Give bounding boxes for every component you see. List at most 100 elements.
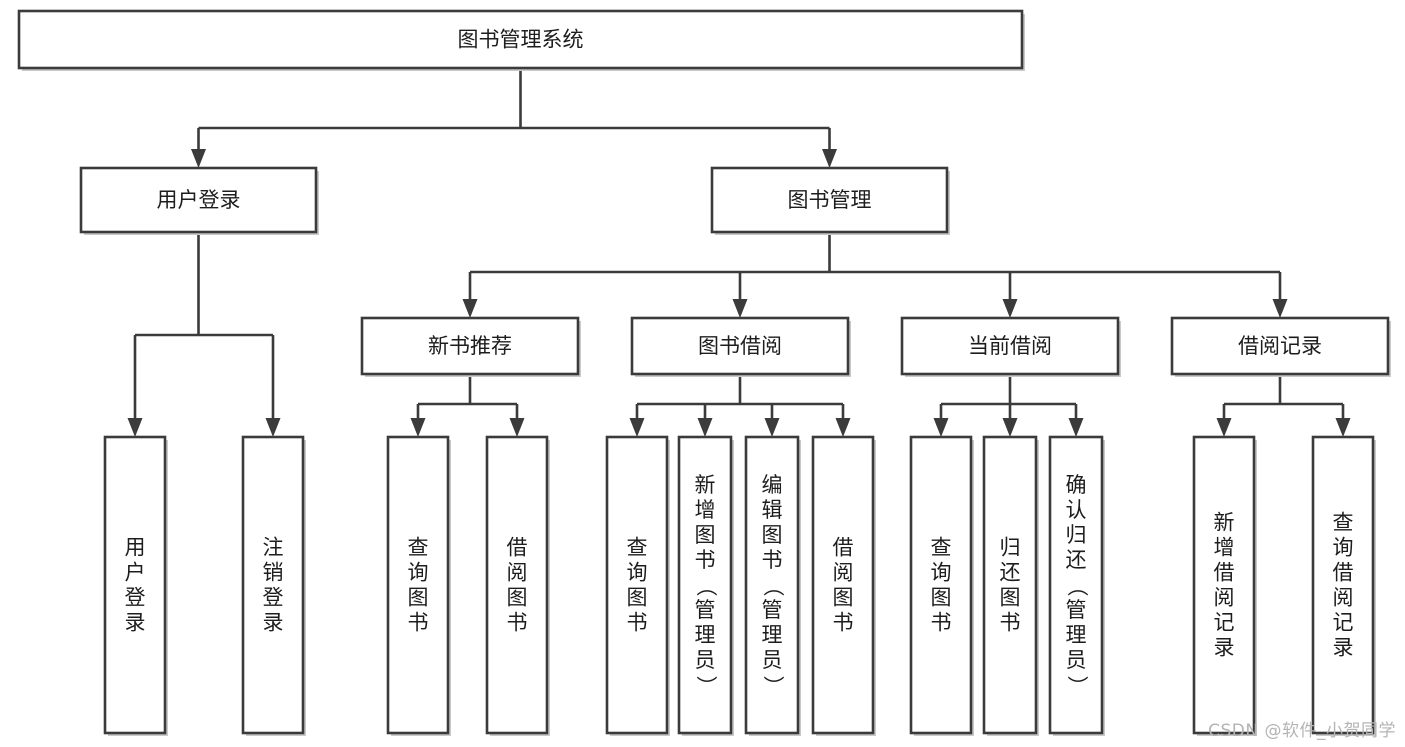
node-border (630, 316, 850, 376)
node-border (900, 316, 1120, 376)
node-border (1048, 435, 1104, 735)
node-label-char: 图 (1000, 586, 1021, 610)
node-label-char: （ (1065, 576, 1089, 597)
node-label-char: 查 (408, 536, 429, 560)
leaf-arrow-新增图书管理员-1 (697, 418, 713, 437)
node-label-char: 查 (627, 536, 648, 560)
node-level2-新书推荐-0[interactable]: 新书推荐 (360, 316, 581, 377)
node-label-char: 图 (833, 586, 854, 610)
node-label-char: 新 (695, 473, 716, 497)
node-level1-用户登录-0[interactable]: 用户登录 (79, 166, 319, 235)
node-label: 当前借阅 (968, 334, 1052, 358)
node-label-char: 记 (1214, 611, 1235, 635)
leaf-arrow-注销登录-1 (265, 418, 281, 437)
node-label-char: 增 (695, 498, 716, 522)
node-label-char: 理 (762, 623, 783, 647)
node-label-char: 增 (1214, 536, 1235, 560)
node-label-char: 图 (931, 586, 952, 610)
node-leaf-用户登录-0[interactable]: 用户登录 (103, 435, 168, 736)
node-label-char: 阅 (507, 561, 528, 585)
node-border (386, 435, 450, 735)
node-label-char: 录 (1214, 636, 1235, 660)
node-border (79, 166, 318, 234)
node-border (1311, 435, 1375, 735)
node-label-char: 管 (1066, 598, 1087, 622)
leaf-arrow-查询借阅记录-1 (1335, 418, 1351, 437)
node-level2-当前借阅-2[interactable]: 当前借阅 (900, 316, 1121, 377)
node-label-char: 用 (125, 536, 146, 560)
node-label-char: 书 (833, 611, 854, 635)
node-label: 用户登录 (125, 536, 146, 635)
node-border (909, 435, 973, 735)
leaf-arrow-借阅图书-3 (835, 418, 851, 437)
node-label-char: 借 (1214, 561, 1235, 585)
node-label-char: 录 (263, 611, 284, 635)
node-label-char: 管 (762, 598, 783, 622)
node-label-char: ） (694, 676, 718, 697)
node-label-char: 员 (762, 648, 783, 672)
node-label-char: 图 (695, 523, 716, 547)
leaf-arrow-归还图书-1 (1002, 418, 1018, 437)
node-label-char: 询 (408, 561, 429, 585)
level2-arrow-图书借阅 (732, 299, 748, 318)
node-label-char: 查 (931, 536, 952, 560)
node-border (677, 435, 733, 735)
node-border (360, 316, 580, 376)
node-border (1170, 316, 1390, 376)
node-label-char: 询 (627, 561, 648, 585)
node-label-char: 书 (695, 548, 716, 572)
node-label: 用户登录 (157, 188, 241, 212)
node-label-char: 借 (833, 536, 854, 560)
node-label-char: 书 (627, 611, 648, 635)
node-label-char: 书 (762, 548, 783, 572)
node-label-char: 书 (1000, 611, 1021, 635)
node-label-char: 阅 (833, 561, 854, 585)
node-border (811, 435, 875, 735)
node-label-char: 借 (1333, 561, 1354, 585)
node-level2-图书借阅-1[interactable]: 图书借阅 (630, 316, 851, 377)
node-root-图书管理系统[interactable]: 图书管理系统 (17, 9, 1025, 71)
node-label-char: 理 (695, 623, 716, 647)
node-label-char: 记 (1333, 611, 1354, 635)
leaf-arrow-查询图书-0 (933, 418, 949, 437)
level2-arrow-新书推荐 (462, 299, 478, 318)
node-level2-借阅记录-3[interactable]: 借阅记录 (1170, 316, 1391, 377)
node-label: 图书管理系统 (458, 28, 584, 52)
node-label: 图书借阅 (698, 334, 782, 358)
node-border (485, 435, 549, 735)
node-border (103, 435, 167, 735)
node-layer: 图书管理系统用户登录图书管理新书推荐图书借阅当前借阅借阅记录用户登录注销登录查询… (17, 9, 1391, 736)
node-border (710, 166, 949, 234)
node-label-char: 理 (1066, 623, 1087, 647)
leaf-arrow-借阅图书-1 (509, 418, 525, 437)
node-level1-图书管理-1[interactable]: 图书管理 (710, 166, 950, 235)
node-label-char: 员 (1066, 648, 1087, 672)
node-label-char: 书 (408, 611, 429, 635)
level2-arrow-当前借阅 (1002, 299, 1018, 318)
node-label-char: 登 (263, 586, 284, 610)
leaf-arrow-编辑图书管理员-2 (764, 418, 780, 437)
